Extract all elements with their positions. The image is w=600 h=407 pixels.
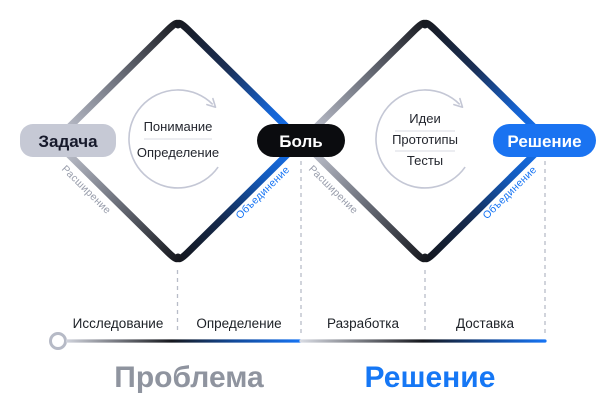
- solution-pill: Решение: [493, 124, 596, 157]
- solution-pill-bg: [493, 124, 596, 157]
- timeline: Исследование Определение Разработка Дост…: [49, 316, 547, 350]
- cycle-arc-1: [128, 89, 219, 189]
- cycle-arrow-icon: [453, 97, 464, 108]
- cycle-arrow-icon: [206, 97, 217, 108]
- diamond-2-edge-top-right: [421, 19, 549, 145]
- diamond1-converge-label: Объединение: [234, 164, 293, 222]
- pain-pill-bg: [257, 124, 345, 157]
- phase-label-develop: Разработка: [327, 316, 399, 331]
- phase-label-research: Исследование: [73, 316, 164, 331]
- timeline-start-marker: [49, 332, 67, 350]
- solution-pill-label: Решение: [507, 132, 581, 151]
- cycle1-step-1: Понимание: [144, 119, 213, 134]
- task-pill-label: Задача: [38, 132, 98, 151]
- cycle-arc-2: [375, 89, 466, 189]
- pain-pill-label: Боль: [279, 132, 322, 151]
- cycle1-step-2: Определение: [137, 145, 219, 160]
- task-pill: Задача: [20, 124, 116, 157]
- iteration-cycle-2: Идеи Прототипы Тесты: [375, 89, 466, 189]
- phase-label-define: Определение: [196, 316, 281, 331]
- cycle2-step-2: Прототипы: [392, 132, 458, 147]
- cycle2-step-3: Тесты: [407, 153, 443, 168]
- phase-label-deliver: Доставка: [456, 316, 514, 331]
- footer-problem-title: Проблема: [114, 361, 264, 394]
- guide-lines: [176, 161, 546, 334]
- diamond2-converge-label: Объединение: [481, 164, 540, 222]
- pain-pill: Боль: [257, 124, 345, 157]
- diamond-2-edge-top-left: [301, 19, 429, 145]
- cycle2-step-1: Идеи: [409, 111, 440, 126]
- task-pill-bg: [20, 124, 116, 157]
- iteration-cycle-1: Понимание Определение: [128, 89, 219, 189]
- footer-solution-title: Решение: [365, 361, 496, 394]
